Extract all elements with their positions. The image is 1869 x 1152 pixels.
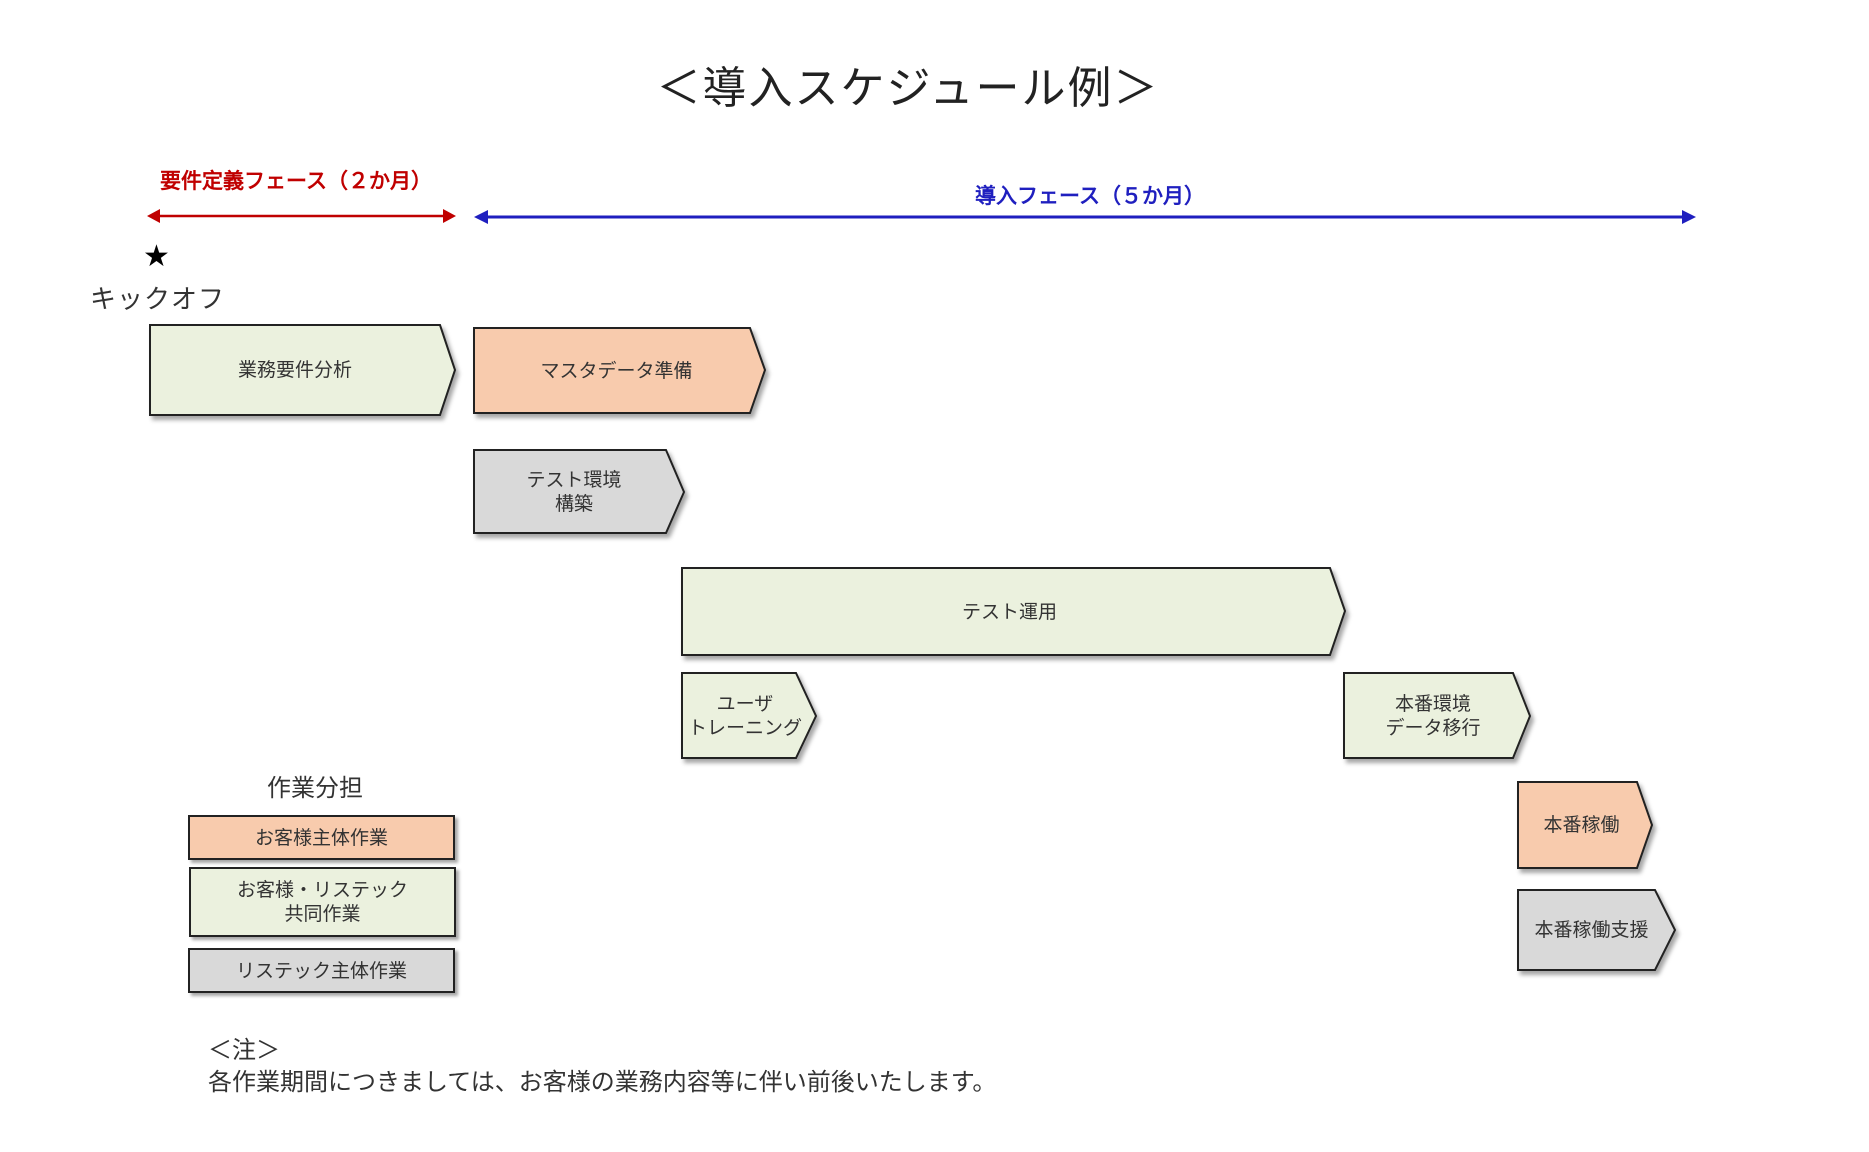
task-label-line: マスタデータ準備 [540, 359, 693, 382]
kickoff-label: キックオフ [90, 285, 226, 315]
requirement-phase-arrow [147, 209, 456, 223]
legend-title: 作業分担 [267, 774, 363, 802]
legend-label-line: リステック主体作業 [235, 959, 407, 982]
task-label-line: 本番環境 [1394, 692, 1471, 715]
task-label-line: 本番稼働支援 [1534, 919, 1649, 941]
legend-label-line: 共同作業 [284, 903, 361, 925]
note: ＜注＞ 各作業期間につきましては、お客様の業務内容等に伴い前後いたします。 [208, 1034, 996, 1098]
legend-joint: お客様・リステック共同作業 [189, 867, 456, 937]
task-label-line: 構築 [554, 492, 593, 515]
task-prod-env-migration: 本番環境データ移行 [1344, 673, 1522, 758]
task-label-line: テスト運用 [961, 600, 1057, 623]
task-label-line: 業務要件分析 [237, 359, 352, 381]
task-go-live: 本番稼働 [1518, 782, 1645, 868]
task-label-line: トレーニング [687, 716, 802, 739]
task-test-env-shape [473, 449, 686, 534]
task-label-line: 本番稼働 [1543, 814, 1620, 836]
task-business-analysis-shape [149, 324, 457, 416]
task-go-live-shape [1517, 781, 1654, 869]
requirement-phase-label: 要件定義フェース（２か月） [160, 169, 432, 193]
note-text: 各作業期間につきましては、お客様の業務内容等に伴い前後いたします。 [208, 1068, 997, 1096]
task-label-line: データ移行 [1385, 716, 1481, 739]
page-title: ＜導入スケジュール例＞ [656, 63, 1160, 114]
task-user-training-shape [681, 672, 818, 759]
task-go-live-support-shape [1517, 889, 1677, 971]
task-prod-env-migration-shape [1343, 672, 1532, 759]
task-master-data-shape [473, 327, 767, 414]
task-go-live-support: 本番稼働支援 [1518, 890, 1665, 970]
legend-label-line: お客様主体作業 [254, 826, 388, 849]
kickoff-star-icon: ★ [143, 239, 170, 274]
task-master-data: マスタデータ準備 [474, 328, 759, 413]
note-heading: ＜注＞ [208, 1036, 280, 1064]
legend-customer: お客様主体作業 [188, 815, 455, 860]
legend-ristec: リステック主体作業 [188, 948, 455, 993]
task-test-env: テスト環境構築 [474, 450, 674, 533]
implementation-phase-arrow [474, 210, 1696, 224]
task-test-operation-shape [681, 567, 1347, 656]
task-test-operation: テスト運用 [682, 568, 1337, 655]
task-label-line: ユーザ [716, 692, 774, 715]
implementation-phase-label: 導入フェース（５か月） [975, 184, 1205, 208]
task-user-training: ユーザトレーニング [682, 673, 808, 758]
task-business-analysis: 業務要件分析 [150, 325, 440, 415]
task-label-line: テスト環境 [526, 468, 622, 491]
legend-label-line: お客様・リステック [236, 879, 408, 901]
